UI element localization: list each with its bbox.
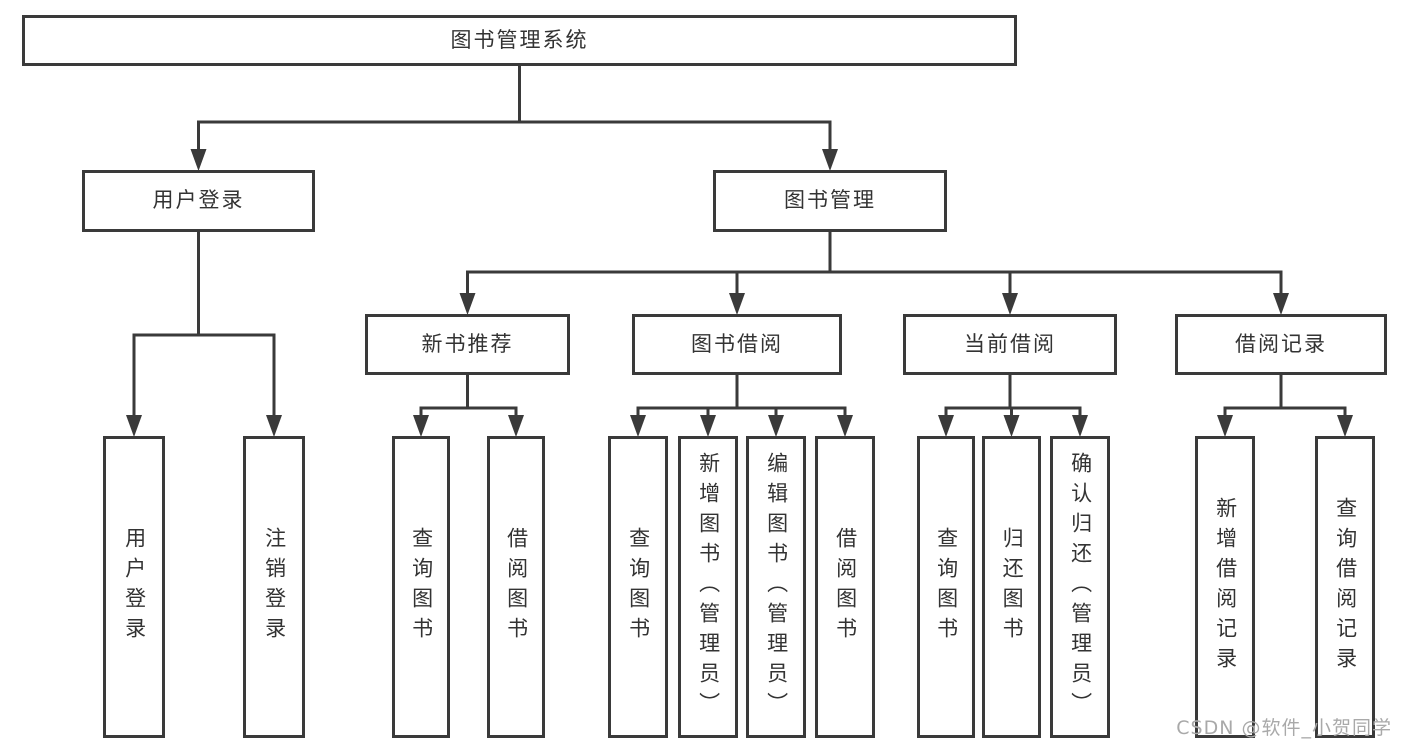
node-user-login: 用户登录 [82,170,315,232]
node-label-borrow-records: 借阅记录 [1235,331,1327,356]
node-leaf-bb-borrow: 借阅图书 [815,436,875,738]
node-label-leaf-bb-query: 查询图书 [626,527,651,647]
node-label-leaf-nb-query: 查询图书 [409,527,434,647]
node-label-leaf-nb-borrow: 借阅图书 [504,527,529,647]
node-label-new-book-rec: 新书推荐 [421,331,514,356]
node-book-borrow: 图书借阅 [632,314,842,375]
node-leaf-logout: 注销登录 [243,436,305,738]
node-label-current-borrow: 当前借阅 [964,331,1056,356]
node-label-leaf-user-login: 用户登录 [122,527,147,647]
node-leaf-cb-confirm: 确认归还（管理员） [1050,436,1110,738]
node-leaf-nb-borrow: 借阅图书 [487,436,545,738]
node-leaf-cb-return: 归还图书 [982,436,1041,738]
node-leaf-nb-query: 查询图书 [392,436,450,738]
node-label-leaf-bb-borrow: 借阅图书 [833,527,858,647]
node-label-leaf-br-query: 查询借阅记录 [1333,497,1358,677]
node-label-leaf-cb-query: 查询图书 [934,527,959,647]
node-leaf-cb-query: 查询图书 [917,436,975,738]
node-leaf-bb-edit: 编辑图书（管理员） [746,436,806,738]
node-leaf-bb-query: 查询图书 [608,436,668,738]
node-root: 图书管理系统 [22,15,1017,66]
node-label-leaf-logout: 注销登录 [262,527,287,647]
node-leaf-user-login: 用户登录 [103,436,165,738]
node-current-borrow: 当前借阅 [903,314,1117,375]
node-borrow-records: 借阅记录 [1175,314,1387,375]
node-label-root: 图书管理系统 [450,27,589,52]
node-label-book-mgmt: 图书管理 [784,188,876,213]
node-label-leaf-cb-confirm: 确认归还（管理员） [1068,452,1093,722]
node-new-book-rec: 新书推荐 [365,314,570,375]
node-label-user-login: 用户登录 [152,188,245,213]
node-label-leaf-cb-return: 归还图书 [1000,527,1025,647]
node-label-book-borrow: 图书借阅 [691,331,783,356]
node-leaf-br-query: 查询借阅记录 [1315,436,1375,738]
node-label-leaf-bb-add: 新增图书（管理员） [696,452,721,722]
node-book-mgmt: 图书管理 [713,170,947,232]
node-leaf-bb-add: 新增图书（管理员） [678,436,738,738]
node-label-leaf-br-add: 新增借阅记录 [1213,497,1238,677]
node-leaf-br-add: 新增借阅记录 [1195,436,1255,738]
node-label-leaf-bb-edit: 编辑图书（管理员） [764,452,789,722]
